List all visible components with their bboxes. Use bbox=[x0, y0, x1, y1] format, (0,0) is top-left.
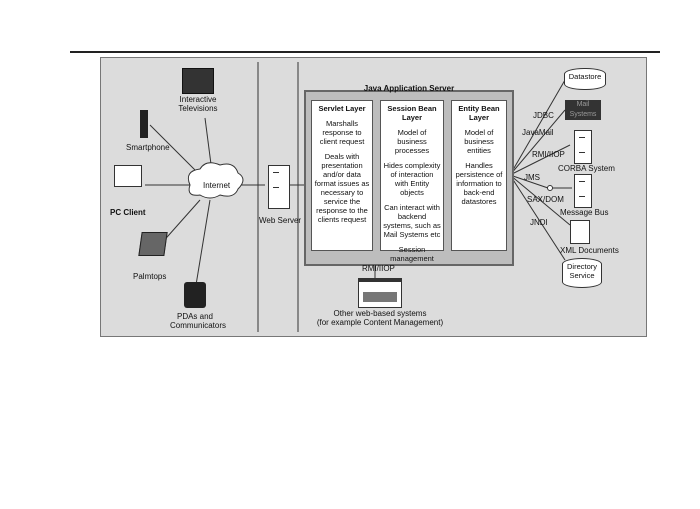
internet-cloud-icon bbox=[187, 162, 244, 199]
pc-label: PC Client bbox=[110, 208, 146, 217]
jndi-label: JNDI bbox=[530, 218, 548, 227]
datastore: Datastore bbox=[564, 68, 606, 90]
jdbc-label: JDBC bbox=[533, 111, 554, 120]
mail-systems: Mail Systems bbox=[565, 100, 601, 120]
session-bean-layer: Session Bean Layer Model of business pro… bbox=[380, 100, 444, 263]
other-systems-label: Other web-based systems bbox=[333, 309, 427, 318]
corba-server-icon bbox=[574, 130, 592, 164]
app-server-title: Java Application Server bbox=[363, 84, 455, 93]
message-bus-icon bbox=[574, 174, 592, 208]
rmi-label: RMI/IIOP bbox=[532, 150, 565, 159]
sax-label: SAX/DOM bbox=[527, 195, 564, 204]
palmtops-label: Palmtops bbox=[133, 272, 167, 281]
javamail-label: JavaMail bbox=[522, 128, 554, 137]
xml-document-icon bbox=[570, 220, 590, 244]
rmi-bottom-label: RMI/IIOP bbox=[362, 264, 395, 273]
palmtop-icon bbox=[138, 232, 168, 256]
servlet-layer: Servlet Layer Marshalls response to clie… bbox=[311, 100, 373, 251]
servlet-title: Servlet Layer bbox=[318, 104, 366, 113]
pc-icon bbox=[114, 165, 142, 187]
web-server-icon bbox=[268, 165, 290, 209]
entity-bean-layer: Entity Bean Layer Model of business enti… bbox=[451, 100, 507, 251]
pda-label: PDAs and Communicators bbox=[170, 312, 227, 330]
internet-label: Internet bbox=[203, 181, 231, 190]
other-systems-example: (for example Content Management) bbox=[316, 318, 444, 327]
entity-text: Handles persistence of information to ba… bbox=[455, 161, 503, 206]
smartphone-icon bbox=[140, 110, 148, 138]
tv-label: Interactive Televisions bbox=[178, 95, 218, 113]
directory-service: Directory Service bbox=[562, 258, 602, 288]
message-bus-label: Message Bus bbox=[560, 208, 609, 217]
smartphone-label: Smartphone bbox=[126, 143, 170, 152]
entity-title: Entity Bean Layer bbox=[458, 104, 500, 122]
java-application-server: Java Application Server Servlet Layer Ma… bbox=[304, 84, 514, 266]
entity-text: Model of business entities bbox=[464, 128, 494, 155]
jms-label: JMS bbox=[524, 173, 540, 182]
session-text: Model of business processes bbox=[394, 128, 430, 155]
servlet-text: Deals with presentation and/or data form… bbox=[314, 152, 370, 224]
corba-label: CORBA System bbox=[558, 164, 615, 173]
television-icon bbox=[182, 68, 214, 94]
session-text: Can interact with backend systems, such … bbox=[383, 203, 441, 239]
pda-icon bbox=[184, 282, 206, 308]
session-text: Session management bbox=[390, 245, 434, 263]
web-server-label: Web Server bbox=[259, 216, 302, 225]
session-text: Hides complexity of interaction with Ent… bbox=[383, 161, 441, 197]
top-rule bbox=[70, 51, 660, 53]
servlet-text: Marshalls response to client request bbox=[319, 119, 365, 146]
web-window-icon bbox=[358, 278, 402, 308]
xml-label: XML Documents bbox=[560, 246, 619, 255]
session-title: Session Bean Layer bbox=[387, 104, 437, 122]
